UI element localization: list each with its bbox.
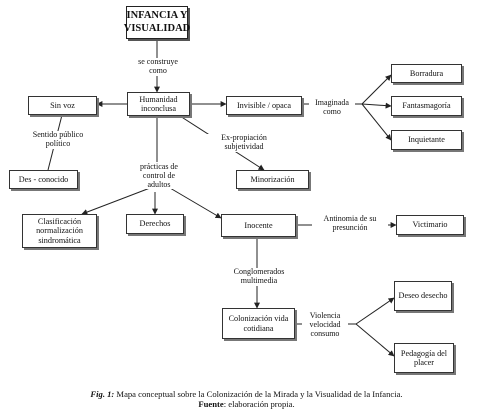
figure-source: Fuente: elaboración propia.	[0, 399, 493, 409]
figure-caption: Fig. 1: Mapa conceptual sobre la Coloniz…	[0, 389, 493, 399]
node-victimario-label: Victimario	[412, 220, 448, 230]
figure-text: Mapa conceptual sobre la Colonización de…	[114, 389, 403, 399]
edge-practicas-clasificacion	[81, 187, 151, 215]
node-humanidad-inconclusa-label: Humanidad inconclusa	[139, 94, 178, 113]
node-pedagogia-placer-label: Pedagogía del placer	[400, 348, 448, 367]
edge-practicas-inocente	[169, 187, 222, 219]
node-borradura: Borradura	[391, 64, 462, 83]
edge-violencia-deseo	[355, 297, 395, 325]
edge-label-violencia: Violencia velocidad consumo	[302, 311, 348, 339]
node-sin-voz: Sin voz	[28, 96, 97, 115]
node-infancia-visualidad-label: INFANCIA Y VISUALIDAD	[123, 10, 191, 34]
node-minorizacion: Minorización	[236, 170, 309, 189]
node-borradura-label: Borradura	[409, 68, 444, 78]
edge-label-ex-propiacion: Ex-propiación subjetividad	[204, 133, 284, 152]
node-inocente: Inocente	[221, 214, 296, 237]
edge-label-antinomia: Antinomia de su presunción	[312, 214, 388, 233]
node-colonizacion: Colonización vida cotidiana	[222, 308, 295, 339]
edge-violencia-pedagogia	[355, 323, 395, 357]
node-infancia-visualidad: INFANCIA Y VISUALIDAD	[123, 6, 191, 39]
node-pedagogia-placer: Pedagogía del placer	[394, 343, 454, 373]
edge-imaginada-fantasmagoria	[361, 102, 392, 109]
edge-imaginada-borradura	[361, 74, 392, 105]
node-inquietante-label: Inquietante	[408, 135, 445, 145]
node-inquietante: Inquietante	[391, 130, 462, 150]
node-fantasmagoria-label: Fantasmagoría	[402, 101, 451, 111]
source-label: Fuente	[198, 399, 224, 409]
node-humanidad-inconclusa: Humanidad inconclusa	[127, 92, 190, 116]
node-des-conocido-label: Des - conocido	[18, 174, 69, 184]
node-fantasmagoria: Fantasmagoría	[391, 96, 462, 116]
node-colonizacion-label: Colonización vida cotidiana	[228, 314, 289, 333]
edge-imaginada-inquietante	[361, 103, 392, 141]
figure-label: Fig. 1:	[90, 389, 115, 399]
edge-label-practicas: prácticas de control de adultos	[131, 162, 187, 190]
edge-label-sentido-publico: Sentido público político	[26, 130, 90, 149]
node-deseo-desecho: Deseo desecho	[394, 281, 452, 311]
source-text: : elaboración propia.	[223, 399, 295, 409]
node-invisible-opaca-label: Invisible / opaca	[236, 100, 292, 110]
node-sin-voz-label: Sin voz	[50, 100, 75, 110]
edge-label-conglomerados: Conglomerados multimedia	[221, 267, 297, 286]
node-clasificacion: Clasificación normalización sindromática	[22, 214, 97, 248]
node-derechos-label: Derechos	[139, 219, 171, 229]
node-derechos: Derechos	[126, 214, 184, 234]
edge-label-imaginada: Imaginada como	[309, 98, 355, 117]
node-inocente-label: Inocente	[244, 220, 273, 230]
node-deseo-desecho-label: Deseo desecho	[398, 291, 448, 301]
node-minorizacion-label: Minorización	[250, 174, 295, 184]
node-victimario: Victimario	[396, 215, 464, 235]
node-clasificacion-label: Clasificación normalización sindromática	[36, 217, 83, 245]
node-des-conocido: Des - conocido	[9, 170, 78, 189]
node-invisible-opaca: Invisible / opaca	[226, 96, 302, 115]
edge-label-se-construye: se construye como	[131, 57, 185, 76]
